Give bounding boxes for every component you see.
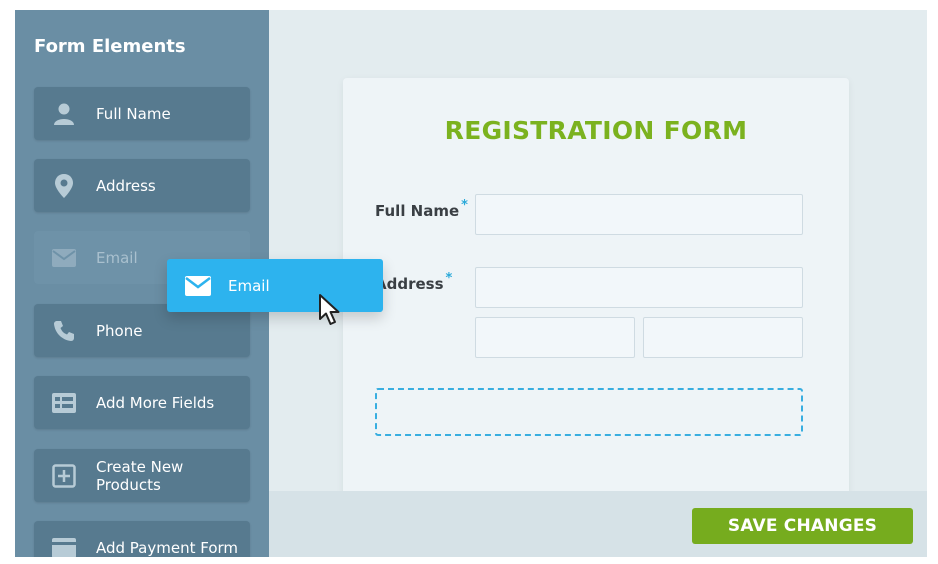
sidebar-item-label: Address bbox=[96, 176, 156, 195]
user-icon bbox=[50, 100, 78, 128]
envelope-icon bbox=[50, 244, 78, 272]
drop-zone[interactable] bbox=[375, 388, 803, 436]
map-pin-icon bbox=[50, 172, 78, 200]
sidebar-item-label: Add More Fields bbox=[96, 393, 215, 412]
sidebar-item-label: Create New Products bbox=[96, 457, 184, 494]
sidebar-item-full-name[interactable]: Full Name bbox=[34, 87, 250, 140]
phone-icon bbox=[50, 317, 78, 345]
form-builder-canvas: REGISTRATION FORM Full Name* Address* SA… bbox=[269, 10, 927, 557]
registration-form-card: REGISTRATION FORM Full Name* Address* bbox=[343, 78, 849, 498]
app-frame: Form Elements Full Name Address Email Ph… bbox=[15, 10, 927, 557]
sidebar-item-create-new-products[interactable]: Create New Products bbox=[34, 449, 250, 502]
fields-list-icon bbox=[50, 389, 78, 417]
address-line-input[interactable] bbox=[475, 267, 803, 308]
dragged-email-element[interactable]: Email bbox=[167, 259, 383, 312]
sidebar-title: Form Elements bbox=[34, 36, 186, 57]
form-title: REGISTRATION FORM bbox=[444, 116, 748, 145]
sidebar-item-address[interactable]: Address bbox=[34, 159, 250, 212]
save-changes-button[interactable]: SAVE CHANGES bbox=[692, 508, 913, 544]
sidebar-item-add-more-fields[interactable]: Add More Fields bbox=[34, 376, 250, 429]
mouse-cursor-icon bbox=[319, 294, 340, 325]
full-name-label: Full Name* bbox=[375, 198, 468, 220]
dragged-element-label: Email bbox=[228, 276, 270, 295]
required-mark: * bbox=[461, 198, 468, 213]
sidebar-item-label: Phone bbox=[96, 321, 143, 340]
sidebar-item-label: Full Name bbox=[96, 104, 171, 123]
address-zip-input[interactable] bbox=[643, 317, 803, 358]
sidebar-item-phone[interactable]: Phone bbox=[34, 304, 250, 357]
full-name-input[interactable] bbox=[475, 194, 803, 235]
envelope-icon bbox=[183, 272, 213, 300]
address-city-input[interactable] bbox=[475, 317, 635, 358]
sidebar-item-add-payment-form[interactable]: Add Payment Form bbox=[34, 521, 250, 557]
plus-square-icon bbox=[50, 462, 78, 490]
required-mark: * bbox=[445, 271, 453, 286]
bottom-action-bar: SAVE CHANGES bbox=[269, 491, 927, 557]
card-icon bbox=[50, 534, 78, 557]
sidebar-item-label: Email bbox=[96, 248, 138, 267]
sidebar-item-label: Add Payment Form bbox=[96, 538, 239, 557]
address-label: Address* bbox=[375, 271, 453, 293]
